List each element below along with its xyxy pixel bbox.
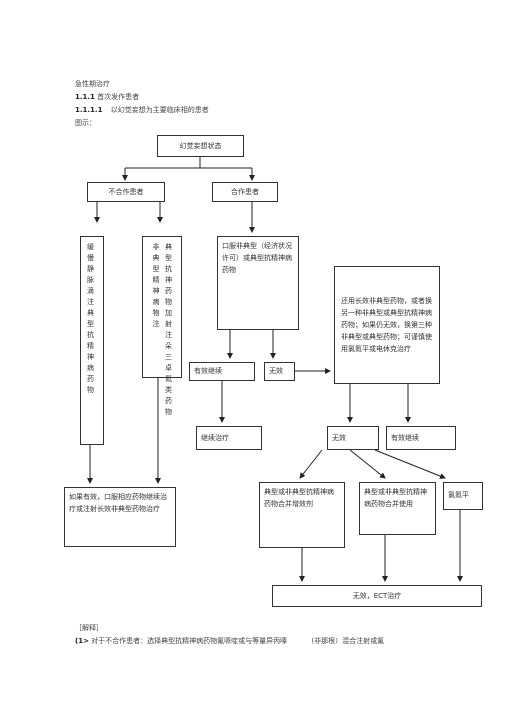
figure-label: 图示： bbox=[75, 119, 96, 127]
notes-item-1-number: (1> bbox=[75, 637, 89, 645]
subsection-number: 1.1.1 bbox=[75, 93, 95, 101]
node-ineffective-2: 无效 bbox=[327, 426, 379, 450]
node-slow-iv-drip-text: 缓慢静脉滴注典型抗精神病药物 bbox=[86, 243, 95, 397]
subsubsection-number: 1.1.1.1 bbox=[75, 106, 103, 114]
node-ect-treatment: 无效，ECT治疗 bbox=[272, 585, 482, 607]
subsection-title: 首次发作患者 bbox=[97, 93, 140, 101]
node-im-column-1: 非典型精神病物注 bbox=[152, 243, 160, 331]
notes-item-1: (1> 对于不合作患者：选择典型抗精神病药物氟哌啶或与等量异丙嗪 (非那根）混合… bbox=[75, 637, 384, 646]
node-continue-treatment: 继续治疗 bbox=[196, 426, 262, 450]
section-heading: 急性期治疗 bbox=[75, 80, 110, 88]
node-if-effective-oral-or-lai: 如果有效，口服相应药物继续治疗或注射长效非典型药物治疗 bbox=[64, 487, 176, 547]
node-im-column-2: 典型抗神药物加射注朵三卓氮类药物 bbox=[164, 243, 173, 419]
subsection-heading: 1.1.1 首次发作患者 bbox=[75, 93, 139, 102]
node-uncooperative-patient: 不合作患者 bbox=[87, 182, 165, 202]
subsubsection-title: 以幻觉妄想为主要临床相的患者 bbox=[110, 106, 209, 114]
node-hallucination-delusion: 幻觉妄想状态 bbox=[157, 135, 244, 157]
node-ineffective-1: 无效 bbox=[264, 362, 295, 381]
node-slow-iv-drip: 缓慢静脉滴注典型抗精神病药物 bbox=[80, 236, 104, 445]
node-intramuscular-injection: 非典型精神病物注 典型抗神药物加射注朵三卓氮类药物 bbox=[142, 236, 182, 419]
node-combo-enhancer: 典型或非典型抗精神病药物合并增效剂 bbox=[259, 482, 345, 548]
node-effective-continue-1: 有效继续 bbox=[189, 362, 255, 381]
subsubsection-heading: 1.1.1.1 以幻觉妄想为主要临床相的患者 bbox=[75, 106, 209, 115]
node-oral-antipsychotic: 口服非典型（经济状况许可）或典型抗精神病药物 bbox=[217, 236, 299, 330]
node-combo-antipsychotics: 典型或非典型抗精神病药物合并使用 bbox=[359, 482, 436, 535]
node-switch-medication: 还用长效非典型药物，或者换另一种非典型或典型抗精神病药物；如果仍无效，换第三种非… bbox=[334, 266, 440, 384]
notes-title: ［解释］ bbox=[75, 624, 103, 632]
node-clozapine: 氯氮平 bbox=[443, 482, 483, 510]
notes-item-1-tail: (非那根）混合注射或氟 bbox=[311, 637, 385, 645]
notes-item-1-text: 对于不合作患者：选择典型抗精神病药物氟哌啶或与等量异丙嗪 bbox=[91, 637, 288, 645]
node-effective-continue-2: 有效继续 bbox=[386, 426, 456, 450]
node-cooperative-patient: 合作患者 bbox=[212, 182, 278, 202]
